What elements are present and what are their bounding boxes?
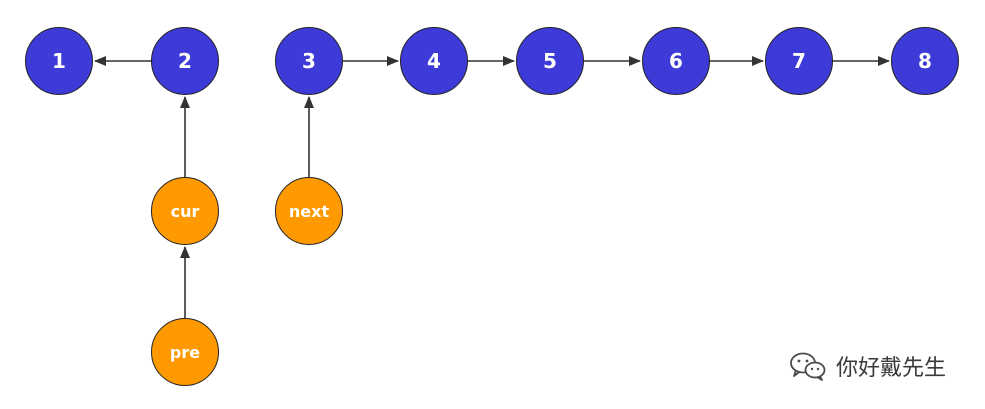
list-node-4: 4: [400, 27, 468, 95]
list-node-8: 8: [891, 27, 959, 95]
node-label: cur: [170, 201, 200, 221]
node-label: 8: [918, 49, 932, 73]
node-label: 2: [178, 49, 192, 73]
node-label: 6: [669, 49, 683, 73]
node-label: 1: [52, 49, 66, 73]
pointer-node-cur: cur: [151, 177, 219, 245]
pointer-node-next: next: [275, 177, 343, 245]
list-node-2: 2: [151, 27, 219, 95]
node-label: 4: [427, 49, 441, 73]
list-node-3: 3: [275, 27, 343, 95]
list-node-7: 7: [765, 27, 833, 95]
wechat-icon: [790, 352, 826, 381]
node-label: pre: [169, 342, 201, 362]
list-node-6: 6: [642, 27, 710, 95]
node-label: 3: [302, 49, 316, 73]
watermark-text: 你好戴先生: [836, 356, 947, 381]
node-label: next: [288, 201, 330, 221]
list-node-1: 1: [25, 27, 93, 95]
list-node-5: 5: [516, 27, 584, 95]
watermark: 你好戴先生: [788, 350, 946, 382]
pointer-node-pre: pre: [151, 318, 219, 386]
node-label: 5: [543, 49, 557, 73]
node-label: 7: [792, 49, 806, 73]
